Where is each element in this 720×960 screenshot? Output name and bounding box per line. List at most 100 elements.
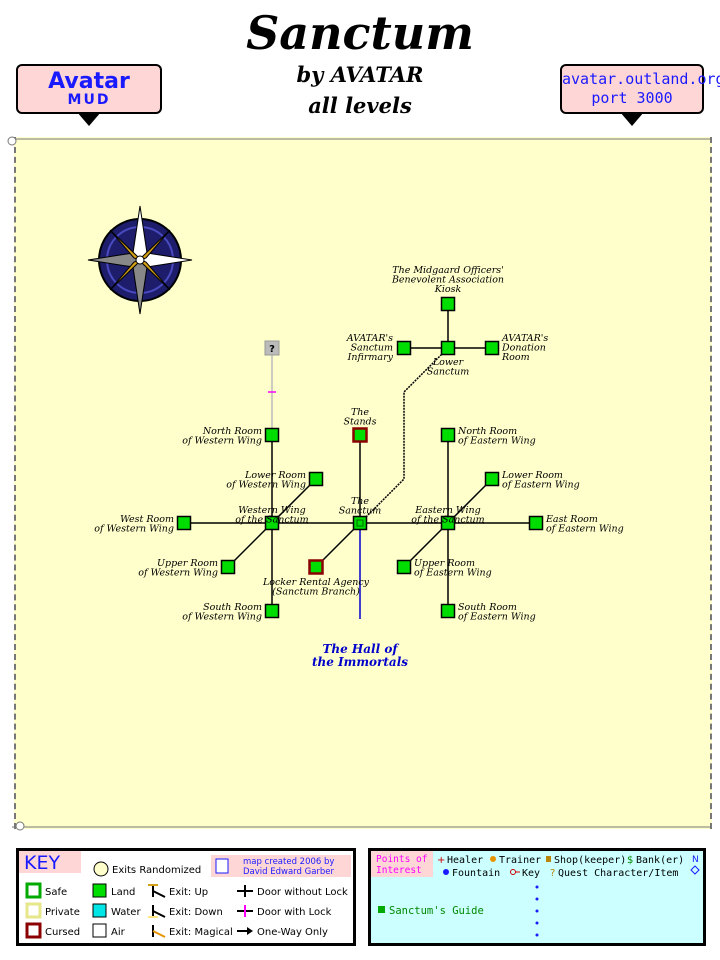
exit-down-icon	[148, 905, 166, 918]
door-no-lock-icon	[237, 885, 253, 897]
room-lower-east[interactable]	[484, 471, 500, 487]
room-label-south-west: South Room	[203, 602, 262, 613]
room-label-sanctum: The	[351, 496, 369, 507]
room-label-east-room: of Eastern Wing	[546, 524, 624, 535]
room-label-north-west: North Room	[202, 426, 262, 437]
room-label-lower-west: Lower Room	[244, 470, 306, 481]
poi-title-line2: Interest	[376, 865, 422, 876]
hall-label-line1: The Hall of	[322, 642, 399, 656]
room-infirmary[interactable]	[396, 340, 412, 356]
room-donation[interactable]	[484, 340, 500, 356]
room-label-north-east: North Room	[457, 426, 517, 437]
unknown-room[interactable]	[264, 340, 280, 356]
poi-column-divider	[535, 885, 539, 937]
poi-key: Key	[522, 868, 540, 879]
compass-rose-icon	[87, 205, 193, 315]
door-lock-icon	[237, 905, 253, 917]
key-safe: Safe	[45, 887, 67, 898]
quest-icon: ?	[550, 868, 555, 879]
compass-north: N	[692, 855, 699, 865]
key-icon	[510, 869, 520, 875]
room-label-kiosk: The Midgaard Officers'	[392, 265, 504, 276]
key-air: Air	[111, 927, 126, 938]
logo-line1: Avatar	[48, 69, 130, 94]
room-label-south-west: of Western Wing	[182, 612, 262, 623]
room-stands[interactable]	[352, 427, 368, 443]
key-title: KEY	[24, 852, 60, 874]
scroll-roll-bottom	[15, 821, 25, 831]
hall-label-line2: the Immortals	[312, 655, 408, 669]
poi-trainer: Trainer	[499, 855, 541, 866]
room-lower-west[interactable]	[308, 471, 324, 487]
room-label-lower-east: Lower Room	[501, 470, 563, 481]
server-address-badge: avatar.outland.org port 3000	[560, 64, 720, 126]
room-sanctum[interactable]	[352, 515, 368, 531]
key-cursed: Cursed	[45, 927, 80, 938]
room-north-west[interactable]	[264, 427, 280, 443]
room-lower-sanctum[interactable]	[440, 340, 456, 356]
room-label-lower-sanctum: Sanctum	[427, 367, 470, 378]
poi-title-bg	[371, 851, 433, 877]
poi-shop: Shop(keeper)	[554, 855, 626, 866]
guide-swatch	[378, 906, 385, 913]
room-west-wing[interactable]	[264, 515, 280, 531]
room-label-south-east: South Room	[458, 602, 517, 613]
room-south-west[interactable]	[264, 603, 280, 619]
room-west-room[interactable]	[176, 515, 192, 531]
room-label-lower-sanctum: Lower	[432, 357, 465, 368]
healer-icon: +	[437, 855, 445, 866]
private-swatch	[25, 902, 42, 919]
poi-bank: Bank(er)	[636, 855, 684, 866]
exit-up-icon	[148, 884, 166, 898]
key-title-bg	[19, 851, 81, 873]
compass-diamond-icon	[690, 865, 700, 875]
points-of-interest: Points of Interest + Healer Trainer Shop…	[368, 848, 706, 946]
room-east-room[interactable]	[528, 515, 544, 531]
room-upper-west[interactable]	[220, 559, 236, 575]
area-map: ? The Midgaard Officers'Benevolent Assoc…	[7, 136, 710, 831]
room-label-west-wing: of the Sanctum	[235, 515, 308, 526]
water-swatch	[92, 903, 107, 918]
room-label-upper-east: Upper Room	[414, 558, 475, 569]
room-label-south-east: of Eastern Wing	[458, 612, 536, 623]
key-land: Land	[111, 887, 135, 898]
room-label-west-room: West Room	[120, 514, 174, 525]
trainer-icon	[490, 856, 496, 862]
room-label-north-west: of Western Wing	[182, 436, 262, 447]
room-kiosk[interactable]	[440, 296, 456, 312]
randomized-exit-icon	[93, 861, 109, 877]
key-exit-magical: Exit: Magical	[169, 927, 233, 938]
fountain-icon	[443, 869, 449, 875]
room-north-east[interactable]	[440, 427, 456, 443]
room-south-east[interactable]	[440, 603, 456, 619]
poi-title-line1: Points of	[376, 854, 427, 865]
exit-magical-icon	[152, 925, 166, 938]
room-label-upper-west: Upper Room	[157, 558, 218, 569]
key-exits-randomized: Exits Randomized	[112, 865, 201, 876]
scroll-roll-top	[7, 136, 17, 146]
avatar-mud-logo: Avatar MUD	[16, 64, 162, 126]
room-label-east-room: East Room	[545, 514, 598, 525]
key-door-no-lock: Door without Lock	[257, 887, 348, 898]
credit-line2: David Edward Garber	[243, 867, 335, 877]
room-east-wing[interactable]	[440, 515, 456, 531]
map-byline: by AVATAR	[296, 62, 424, 87]
scroll-icon	[215, 858, 229, 874]
key-one-way: One-Way Only	[257, 927, 328, 938]
bank-icon: $	[627, 855, 633, 866]
room-label-east-wing: of the Sanctum	[411, 515, 484, 526]
room-label-west-room: of Western Wing	[94, 524, 174, 535]
poi-guide: Sanctum's Guide	[389, 905, 484, 917]
room-label-donation: Room	[501, 352, 530, 363]
room-label-infirmary: Sanctum	[350, 343, 393, 354]
room-label-stands: The	[351, 407, 369, 418]
room-upper-east[interactable]	[396, 559, 412, 575]
room-label-lower-west: of Western Wing	[226, 480, 306, 491]
room-locker[interactable]	[308, 559, 324, 575]
key-door-lock: Door with Lock	[257, 907, 332, 918]
room-label-east-wing: Eastern Wing	[414, 505, 480, 516]
land-swatch	[92, 883, 107, 898]
key-private: Private	[45, 907, 80, 918]
key-exit-down: Exit: Down	[169, 907, 223, 918]
credit-bg	[211, 855, 351, 877]
